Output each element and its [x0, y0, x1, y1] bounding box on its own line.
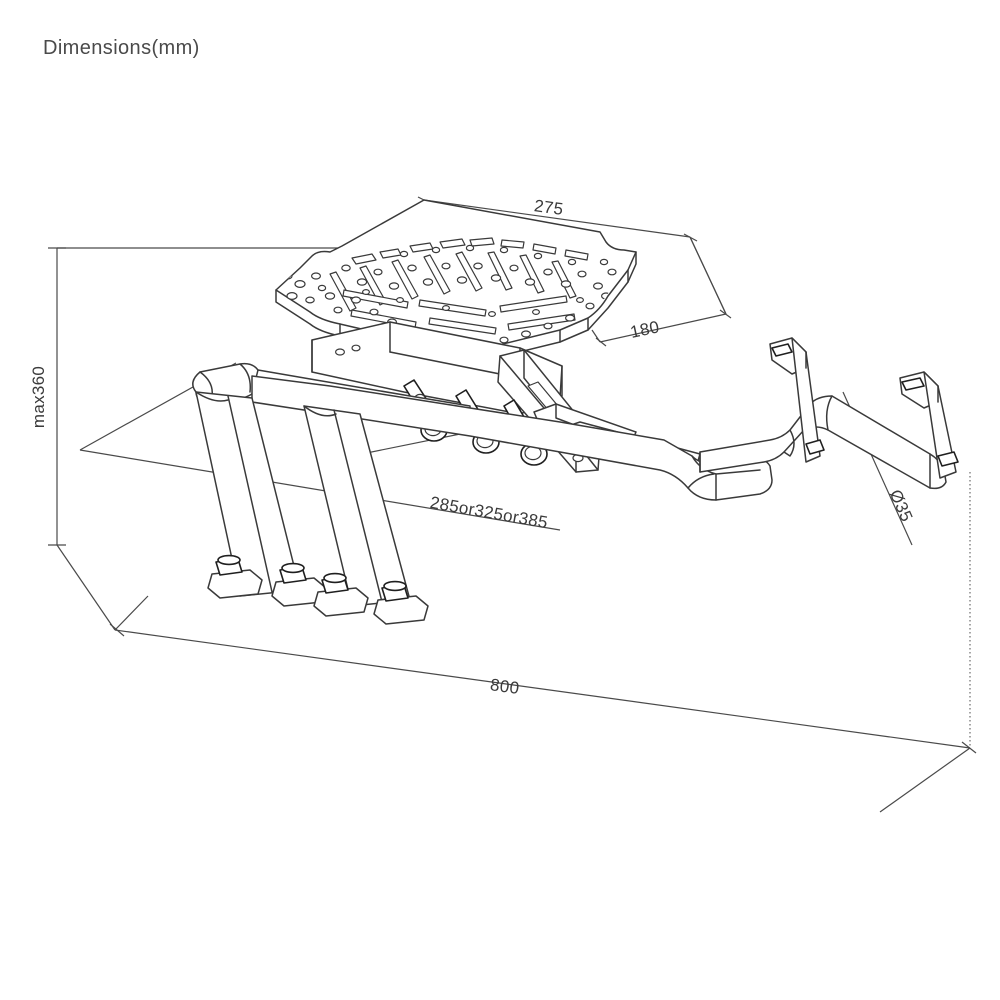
leg-tube-front	[195, 391, 301, 597]
dimension-800	[109, 472, 977, 813]
base-clamp-4	[373, 580, 429, 625]
dimension-label-800: 800	[489, 675, 521, 698]
end-clamp-far	[899, 371, 959, 479]
dimension-label-275: 275	[533, 196, 565, 219]
page-title: Dimensions(mm)	[43, 37, 200, 59]
base-clamps	[207, 554, 429, 625]
leg-tube-rear	[303, 405, 411, 607]
dimension-label-285or325or385: 285or325or385	[429, 493, 550, 532]
dimension-label-180: 180	[629, 317, 662, 342]
roll-bar-right	[699, 395, 947, 490]
dimension-180	[591, 236, 732, 347]
base-clamp-1	[207, 554, 263, 599]
dimension-label-max360: max360	[29, 366, 48, 428]
dimension-label-diameter35: Ø35	[886, 487, 917, 525]
base-clamp-2	[271, 562, 327, 607]
base-clamp-3	[313, 572, 369, 617]
end-clamp-near	[769, 337, 825, 463]
vesa-plate	[275, 199, 637, 365]
vesa-hole-pattern	[283, 237, 617, 348]
